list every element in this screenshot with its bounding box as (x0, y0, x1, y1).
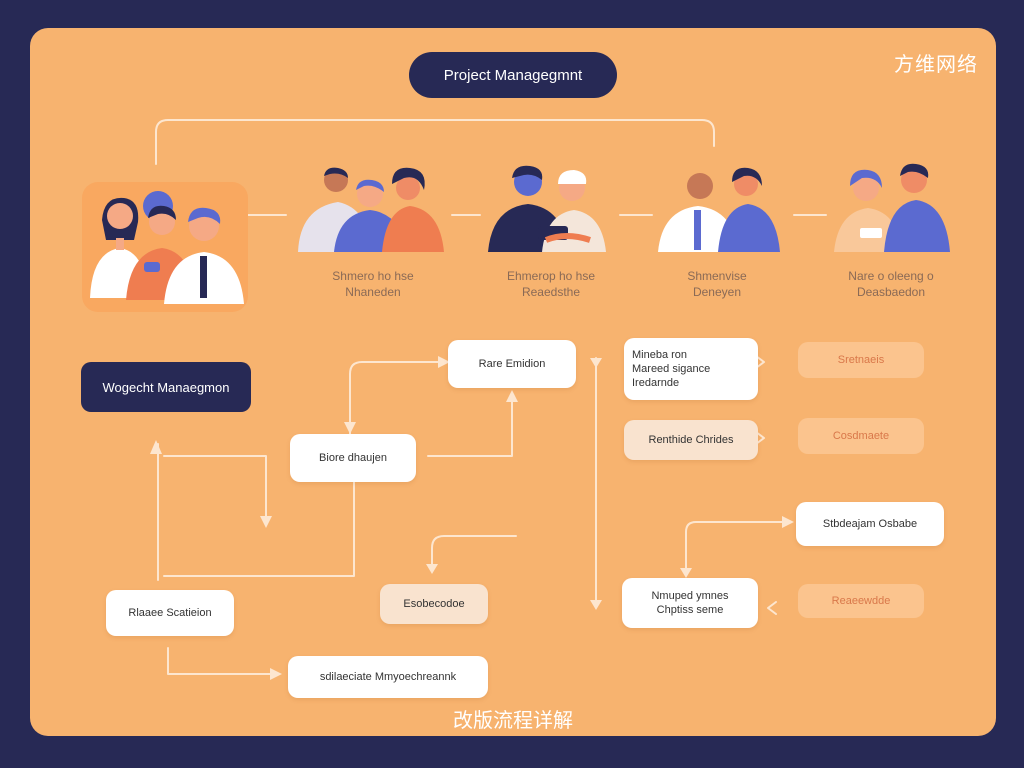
arrow-down-design (344, 422, 356, 434)
arrow-up-left (150, 440, 162, 454)
connector-schedule (685, 521, 785, 569)
design-node[interactable]: Biore dhaujen (290, 434, 416, 482)
team-1-illustration (298, 167, 444, 252)
task-list-line-1: Mineba ron (632, 349, 688, 361)
team-3-illustration (658, 167, 780, 252)
connector-lines (150, 119, 827, 680)
arrow-right-bottom (270, 668, 282, 680)
arrow-down-evaluate (426, 564, 438, 574)
connector-to-design (163, 471, 355, 577)
team-group-card (82, 182, 248, 312)
team-2-illustration (488, 165, 606, 252)
team-3-label-line2: Deneyen (692, 285, 742, 299)
faint-node-top[interactable]: Sretnaeis (798, 342, 924, 378)
team-3-label: Shmenvise Deneyen (642, 268, 792, 300)
schedule-node[interactable]: Stbdeajam Osbabe (796, 502, 944, 546)
arrow-up-research (506, 390, 518, 402)
team-2-label: Ehmerop ho hse Reaedsthe (476, 268, 626, 300)
project-management-pill[interactable]: Wogecht Manaegmon (81, 362, 251, 412)
task-list-node[interactable]: Mineba ron Mareed sigance Iredarnde (624, 338, 758, 400)
connector-design-research (349, 361, 441, 435)
arrow-down-1 (260, 516, 272, 528)
task-list-line-2: Mareed sigance (632, 363, 711, 375)
connector-chevron-3 (767, 601, 777, 615)
faint-node-middle[interactable]: Cosdmaete (798, 418, 924, 454)
connector-bottom (167, 647, 275, 675)
review-node[interactable]: Renthide Chrides (624, 420, 758, 460)
team-4-label-line1: Nare o oleeng o (848, 269, 934, 283)
connector-design-up (427, 401, 513, 457)
arrow-right-research (438, 356, 450, 368)
arrow-mid-bottom (590, 600, 602, 610)
research-node[interactable]: Rare Emidion (448, 340, 576, 388)
footer-caption: 改版流程详解 (453, 708, 573, 732)
survey-line-1: Nmuped ymnes (651, 590, 729, 602)
team-4-label: Nare o oleeng o Deasbaedon (816, 268, 966, 300)
team-3-label-line1: Shmenvise (687, 269, 747, 283)
survey-line-2: Chptiss seme (656, 604, 724, 616)
faint-node-bottom[interactable]: Reaeewdde (798, 584, 924, 618)
evaluate-node[interactable]: Esobecodoe (380, 584, 488, 624)
connector-to-down-arrow (163, 455, 267, 521)
main-solution-node[interactable]: Rlaaee Scatieion (106, 590, 234, 636)
survey-node[interactable]: Nmuped ymnes Chptiss seme (622, 578, 758, 628)
diagram-panel: 方维网络 Project Managegmnt (30, 28, 996, 736)
group-people-illustration (90, 191, 244, 304)
team-4-label-line2: Deasbaedon (856, 285, 926, 299)
team-1-label: Shmero ho hse Nhaneden (298, 268, 448, 300)
connector-top-bracket (155, 119, 715, 165)
team-1-label-line1: Shmero ho hse (332, 269, 414, 283)
arrow-mid-top (590, 358, 602, 368)
connector-evaluate (431, 535, 517, 565)
connector-chevron-1 (755, 355, 765, 369)
team-1-label-line2: Nhaneden (345, 285, 401, 299)
connector-chevron-2 (755, 431, 765, 445)
arrow-right-schedule (782, 516, 794, 528)
team-2-label-line2: Reaedsthe (521, 285, 581, 299)
watermark: 方维网络 (894, 52, 978, 76)
arrow-down-schedule (680, 568, 692, 578)
task-list-line-3: Iredarnde (632, 377, 680, 389)
team-2-label-line1: Ehmerop ho hse (506, 269, 596, 283)
page-title: Project Managegmnt (409, 52, 617, 98)
bottom-wide-node[interactable]: sdilaeciate Mmyoechreannk (288, 656, 488, 698)
team-4-illustration (834, 163, 950, 252)
